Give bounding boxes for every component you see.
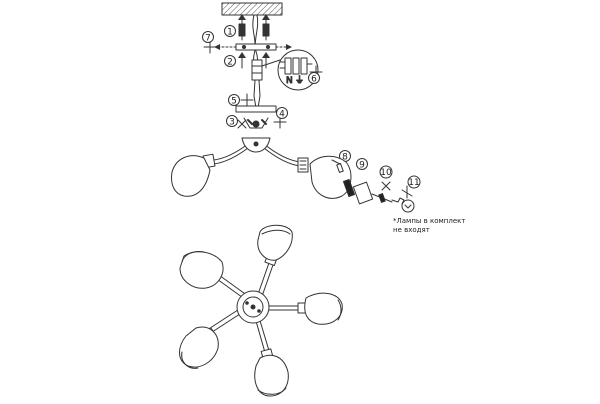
terminal-block	[251, 59, 263, 81]
svg-text:4: 4	[279, 110, 285, 120]
step-number-1: 1	[224, 25, 236, 38]
top-shade-up	[257, 224, 293, 266]
lamp-shade-right	[297, 155, 352, 199]
svg-text:1: 1	[227, 28, 233, 38]
step-number-4: 4	[276, 107, 288, 120]
svg-text:5: 5	[231, 97, 237, 107]
svg-text:8: 8	[342, 153, 348, 163]
top-shade-down	[254, 348, 289, 397]
top-shade-right	[297, 292, 343, 325]
svg-text:11: 11	[408, 178, 419, 188]
canopy	[235, 105, 277, 129]
bracket-screws	[238, 52, 270, 69]
dowel-screws	[238, 14, 270, 41]
lamp-wires	[253, 79, 261, 109]
top-shade-lower-left	[179, 326, 219, 369]
note-line-1: *Лампы в комплект	[393, 217, 465, 225]
step-number-3: 3	[226, 115, 238, 128]
step-number-7: 7	[202, 31, 214, 44]
exploded-socket-parts	[331, 159, 415, 213]
side-view-fixture	[213, 137, 301, 167]
ceiling	[221, 2, 283, 16]
step-number-6: 6	[308, 72, 320, 85]
earth-label: ⏚	[295, 75, 304, 86]
svg-text:6: 6	[311, 75, 317, 85]
step-number-5: 5	[228, 94, 240, 107]
lamps-not-included-note: *Лампы в комплект не входят	[393, 217, 465, 234]
svg-text:3: 3	[229, 118, 235, 128]
svg-text:2: 2	[227, 58, 233, 68]
top-view-fixture	[203, 259, 301, 357]
svg-text:9: 9	[359, 161, 365, 171]
lamp-shade-left	[171, 153, 216, 197]
step-number-10: 10	[379, 165, 393, 179]
step-number-11: 11	[407, 175, 421, 189]
step-number-9: 9	[356, 158, 368, 171]
mounting-bracket	[213, 43, 293, 51]
top-shade-upper-left	[179, 251, 224, 289]
wiring-detail-callout: N ⏚	[261, 49, 319, 91]
step-number-2: 2	[224, 55, 236, 68]
svg-text:7: 7	[205, 34, 211, 44]
svg-text:10: 10	[380, 168, 392, 178]
neutral-label: N	[286, 76, 293, 86]
note-line-2: не входят	[393, 226, 430, 234]
